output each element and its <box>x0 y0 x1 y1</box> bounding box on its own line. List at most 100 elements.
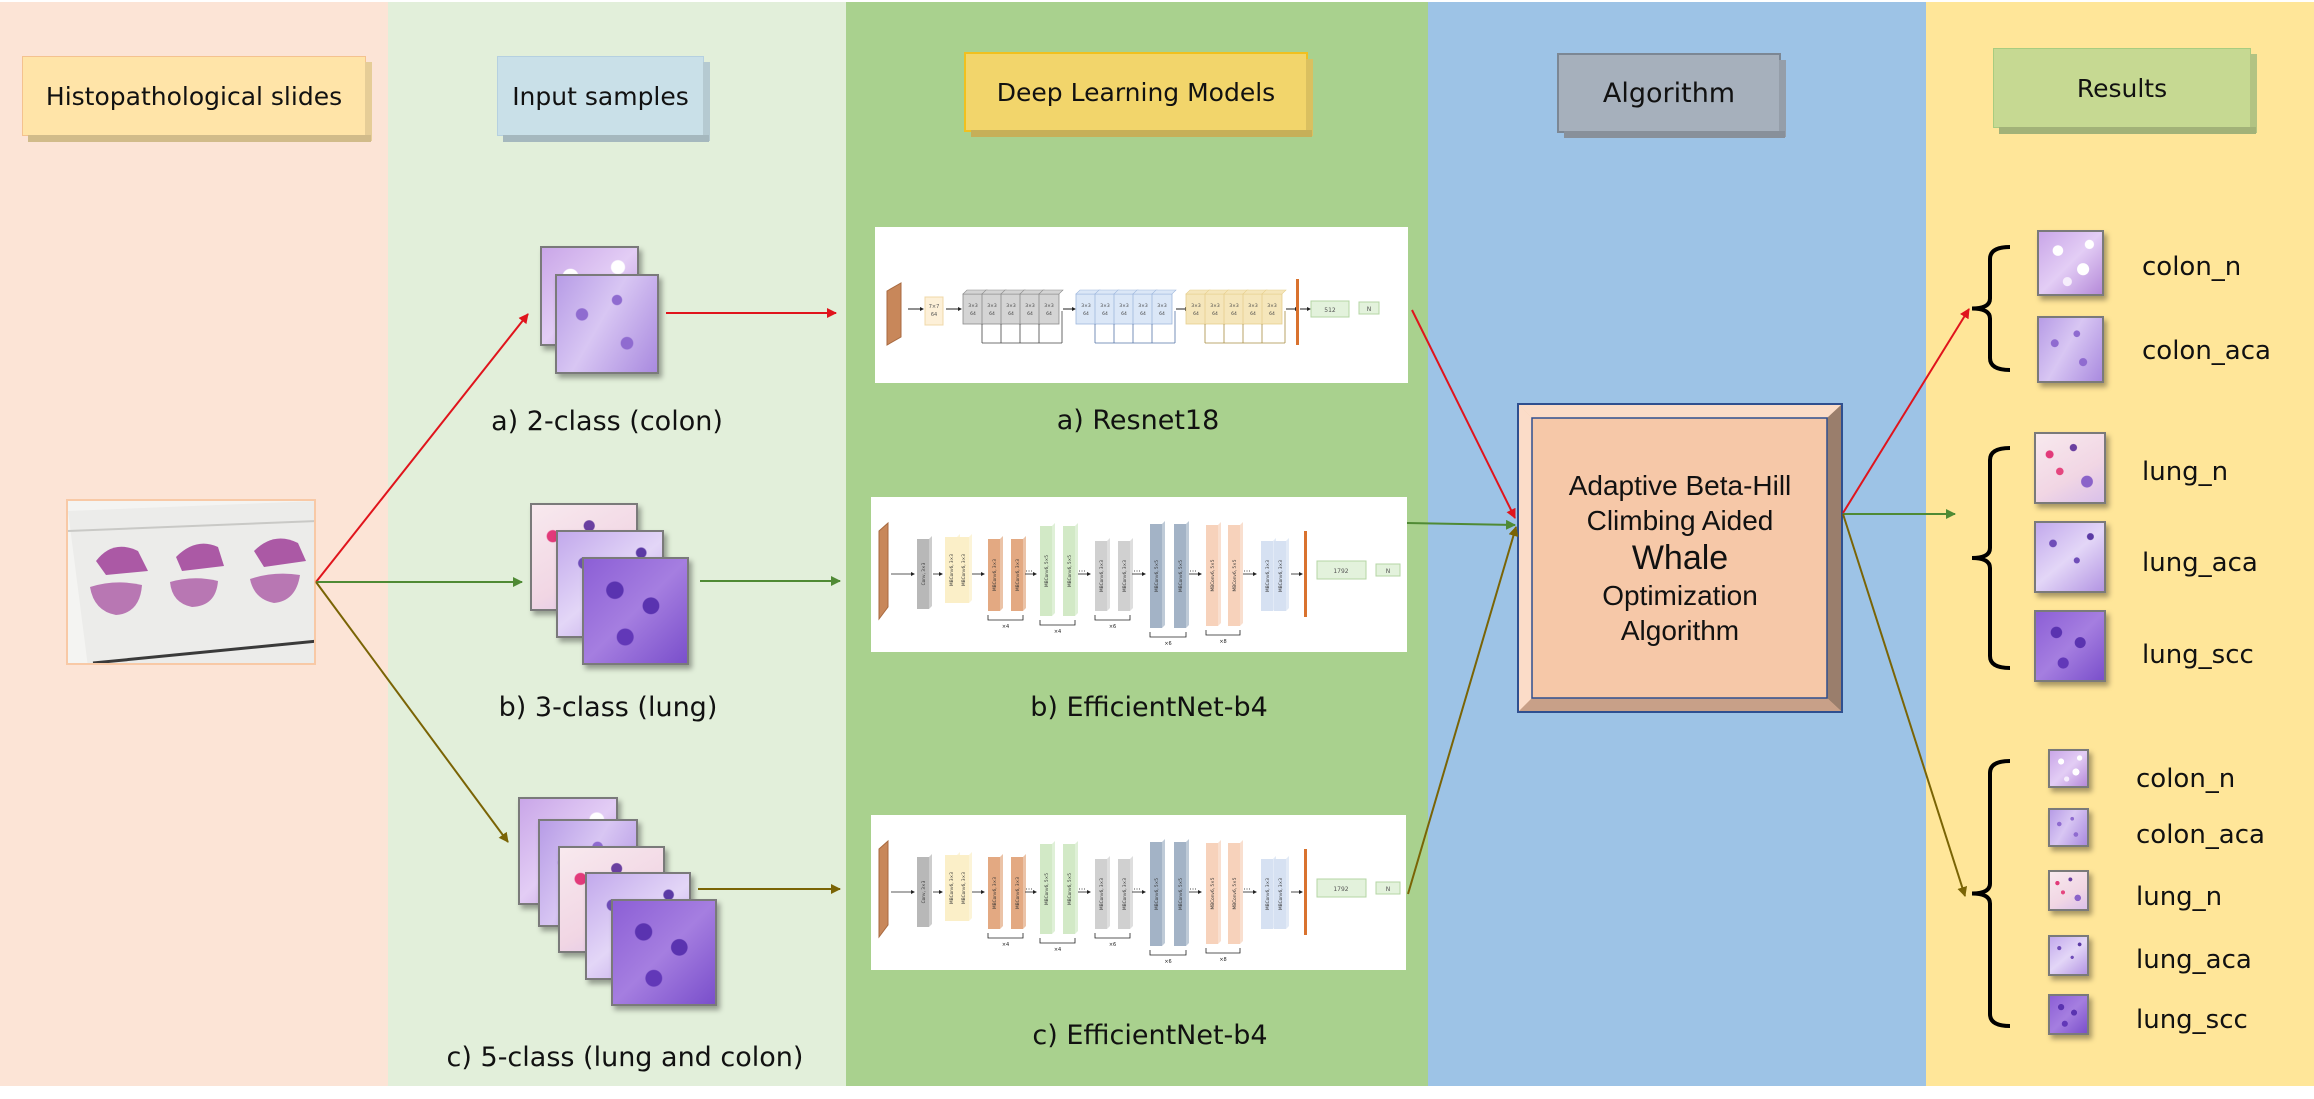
mbconv-layer <box>1040 526 1052 616</box>
layer-label: MBConv6, 3×3 <box>1278 878 1284 910</box>
residual-block <box>1223 293 1245 325</box>
layer-label: MBConv6, 3×3 <box>1099 560 1105 592</box>
mbconv-layer <box>1150 524 1162 628</box>
repeat-bracket <box>1205 948 1241 954</box>
result-thumbnail-lung-scc <box>2034 610 2106 682</box>
layer-side <box>1162 839 1165 946</box>
output-label: N <box>1386 568 1391 575</box>
block-label: 64 <box>1250 311 1256 317</box>
layer-label: MBConv6, 5×5 <box>1178 878 1184 910</box>
block-label: 3×3 <box>1229 303 1239 309</box>
block-label: 3×3 <box>968 303 978 309</box>
layer-label: MBConv6, 5×5 <box>1178 560 1184 592</box>
layer-side <box>1075 523 1078 616</box>
layer-side <box>1023 854 1026 929</box>
output-layer <box>1375 563 1401 577</box>
stem-label: 64 <box>931 312 937 318</box>
residual-block <box>1038 293 1060 325</box>
result-thumbnail-colon-n <box>2037 230 2104 296</box>
layer-label: MBConv6, 3×3 <box>992 877 998 909</box>
layer-side <box>1052 523 1055 616</box>
algorithm-line: Algorithm <box>1620 615 1740 646</box>
residual-block <box>1132 293 1154 325</box>
repeat-label: ×8 <box>1219 639 1226 645</box>
repeat-bracket <box>1094 615 1131 621</box>
repeat-label: ×4 <box>1002 624 1009 630</box>
block-label: 3×3 <box>1210 303 1220 309</box>
arrowhead <box>1307 307 1311 311</box>
arrowhead <box>1033 890 1037 894</box>
layer-label: MBConv6, 5×5 <box>1232 877 1238 909</box>
block-top <box>1151 289 1177 295</box>
arrowhead <box>1198 890 1202 894</box>
caption-2class-colon: a) 2-class (colon) <box>491 406 723 437</box>
mbconv-layer <box>1261 859 1273 929</box>
residual-block <box>1094 293 1116 325</box>
layer-side <box>929 536 932 609</box>
arrowhead <box>981 890 985 894</box>
block-label: 64 <box>1121 311 1127 317</box>
layer-label: MBConv6, 3×3 <box>1265 878 1271 910</box>
layer-label: MBConv6, 3×3 <box>1122 560 1128 592</box>
repeat-label: ×4 <box>1002 942 1009 948</box>
fc-label: 1792 <box>1333 886 1348 893</box>
block-label: 64 <box>1212 311 1218 317</box>
layer-side <box>1186 521 1189 628</box>
mbconv-layer <box>1063 844 1075 934</box>
result-thumbnail-lung-n <box>2034 432 2106 504</box>
residual-block <box>962 293 984 325</box>
arrowhead <box>1299 890 1303 894</box>
fc-label: 1792 <box>1333 568 1348 575</box>
result-class-label: colon_aca <box>2136 820 2265 850</box>
arrowhead <box>1253 890 1257 894</box>
result-thumbnail-colon-n <box>2048 749 2089 788</box>
algorithm-name: Adaptive Beta-Hill Climbing Aided Whale … <box>1533 419 1827 697</box>
pooling-layer <box>1304 849 1307 935</box>
arrowhead <box>939 890 943 894</box>
block-label: 64 <box>989 311 995 317</box>
repeat-bracket <box>1205 630 1241 636</box>
fc-layer <box>1310 300 1350 318</box>
ellipsis: ··· <box>1025 885 1033 894</box>
result-class-label: lung_n <box>2136 882 2223 912</box>
mbconv-layer <box>1118 541 1130 611</box>
layer-label: Conv, 3×3 <box>921 880 927 903</box>
result-thumbnail-colon-aca <box>2037 316 2104 383</box>
residual-block <box>1242 293 1264 325</box>
mbconv-layer <box>1228 525 1240 626</box>
block-label: 3×3 <box>987 303 997 309</box>
mbconv-layer <box>1150 842 1162 946</box>
block-label: 3×3 <box>1100 303 1110 309</box>
result-thumbnail-lung-scc <box>2048 994 2089 1035</box>
repeat-label: ×6 <box>1109 624 1116 630</box>
algorithm-line: Climbing Aided <box>1586 505 1774 536</box>
layer-side <box>929 854 932 927</box>
layer-label: MBConv6, 3×3 <box>1015 559 1021 591</box>
mbconv-layer <box>1206 843 1218 944</box>
block-label: 64 <box>1027 311 1033 317</box>
repeat-bracket <box>1094 933 1131 939</box>
arrowhead <box>939 572 943 576</box>
result-thumbnail-lung-n <box>2048 870 2089 911</box>
header-input-samples: Input samples <box>497 56 704 136</box>
layer-label: MBConv6, 5×5 <box>1044 873 1050 905</box>
residual-block <box>1261 293 1283 325</box>
result-class-label: lung_aca <box>2136 945 2252 975</box>
repeat-label: ×8 <box>1219 957 1226 963</box>
efficientnet-b4-diagram-c: Conv, 3×3 MBConv6, 3×3 MBConv6, 3×3 MBConv6… <box>871 815 1406 970</box>
result-class-label: colon_n <box>2136 764 2236 794</box>
output-layer <box>1358 301 1380 315</box>
residual-block <box>1151 293 1173 325</box>
mbconv-layer <box>1274 859 1286 929</box>
ellipsis: ··· <box>1078 567 1086 576</box>
block-label: 3×3 <box>1081 303 1091 309</box>
arrowhead <box>1087 572 1091 576</box>
mbconv-layer <box>988 857 1000 929</box>
result-class-label: lung_n <box>2142 457 2229 487</box>
layer-side <box>1240 840 1243 944</box>
block-label: 3×3 <box>1191 303 1201 309</box>
fc-label: 512 <box>1324 307 1336 314</box>
block-label: 3×3 <box>1119 303 1129 309</box>
